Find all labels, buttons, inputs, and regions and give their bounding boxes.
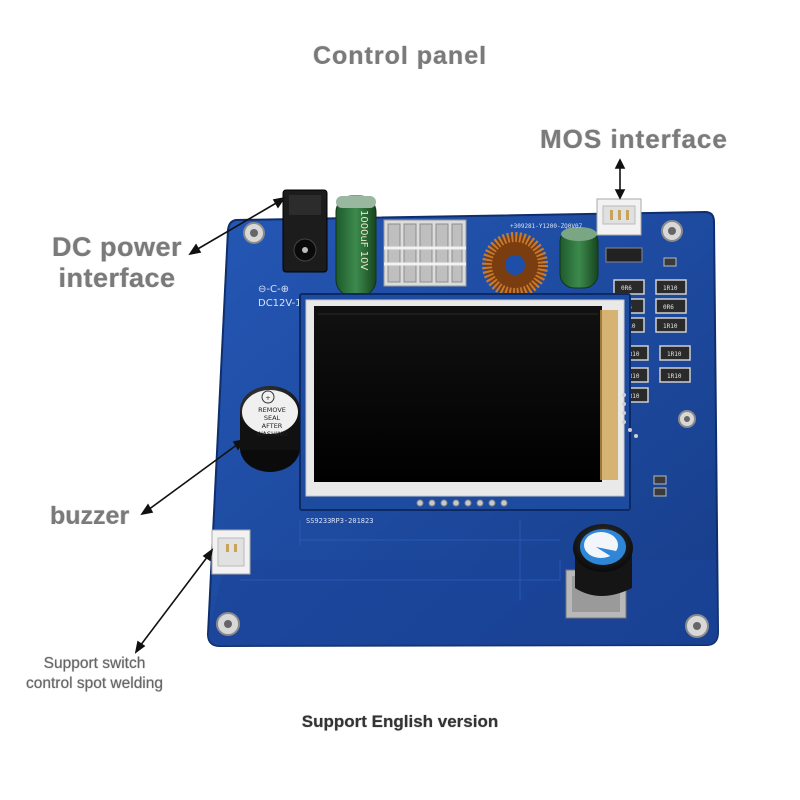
lcd-display bbox=[299, 293, 631, 511]
buzzer-component: + REMOVE SEAL AFTER WASHING bbox=[240, 386, 300, 472]
capacitor-right bbox=[559, 227, 599, 289]
lcd-pins bbox=[416, 499, 508, 507]
svg-text:0R6: 0R6 bbox=[663, 304, 674, 311]
inductor-coil bbox=[482, 232, 548, 298]
svg-text:AFTER: AFTER bbox=[262, 422, 283, 430]
svg-text:⊖-C-⊕: ⊖-C-⊕ bbox=[258, 284, 289, 295]
svg-text:REMOVE: REMOVE bbox=[258, 406, 286, 414]
svg-text:1R10: 1R10 bbox=[667, 351, 682, 358]
capacitor-left: 1000uF 10V bbox=[335, 195, 377, 297]
dc-power-label-line1: DC power bbox=[52, 232, 183, 262]
voltage-text: DC12V-1 bbox=[258, 298, 302, 309]
mos-connector bbox=[596, 198, 642, 236]
svg-text:1R10: 1R10 bbox=[667, 373, 682, 380]
svg-text:1R10: 1R10 bbox=[663, 285, 678, 292]
pcb-code-bottom: SS9233RP3-201823 bbox=[306, 517, 373, 525]
switch-connector bbox=[211, 529, 251, 575]
capacitor-text: 1000uF 10V bbox=[358, 210, 369, 270]
dc-power-label: DC power interface bbox=[52, 232, 182, 294]
svg-text:SEAL: SEAL bbox=[264, 414, 281, 422]
annotation-arrows bbox=[134, 158, 626, 654]
svg-text:1R10: 1R10 bbox=[625, 351, 640, 358]
svg-text:0R6: 0R6 bbox=[621, 285, 632, 292]
switch-label-line1: Support switch bbox=[43, 655, 146, 672]
dc-power-label-line2: interface bbox=[58, 263, 176, 293]
switch-label-line2: control spot welding bbox=[26, 675, 163, 692]
mos-interface-label: MOS interface bbox=[540, 124, 728, 154]
heat-sink bbox=[383, 219, 467, 287]
svg-text:WASHING: WASHING bbox=[256, 430, 287, 438]
svg-text:1R10: 1R10 bbox=[625, 373, 640, 380]
dc-jack bbox=[282, 189, 328, 273]
switch-label: Support switch control spot welding bbox=[26, 654, 163, 694]
title-label: Control panel bbox=[312, 42, 488, 70]
buzzer-label: buzzer bbox=[50, 502, 130, 530]
svg-text:1R10: 1R10 bbox=[625, 393, 640, 400]
svg-text:+: + bbox=[265, 394, 270, 402]
rotary-encoder-knob bbox=[565, 524, 633, 619]
english-version-label: Support English version bbox=[301, 712, 499, 731]
pcb-code-top: +309281-Y1200-ZQ0V07 bbox=[510, 223, 583, 230]
svg-text:1R10: 1R10 bbox=[663, 323, 678, 330]
